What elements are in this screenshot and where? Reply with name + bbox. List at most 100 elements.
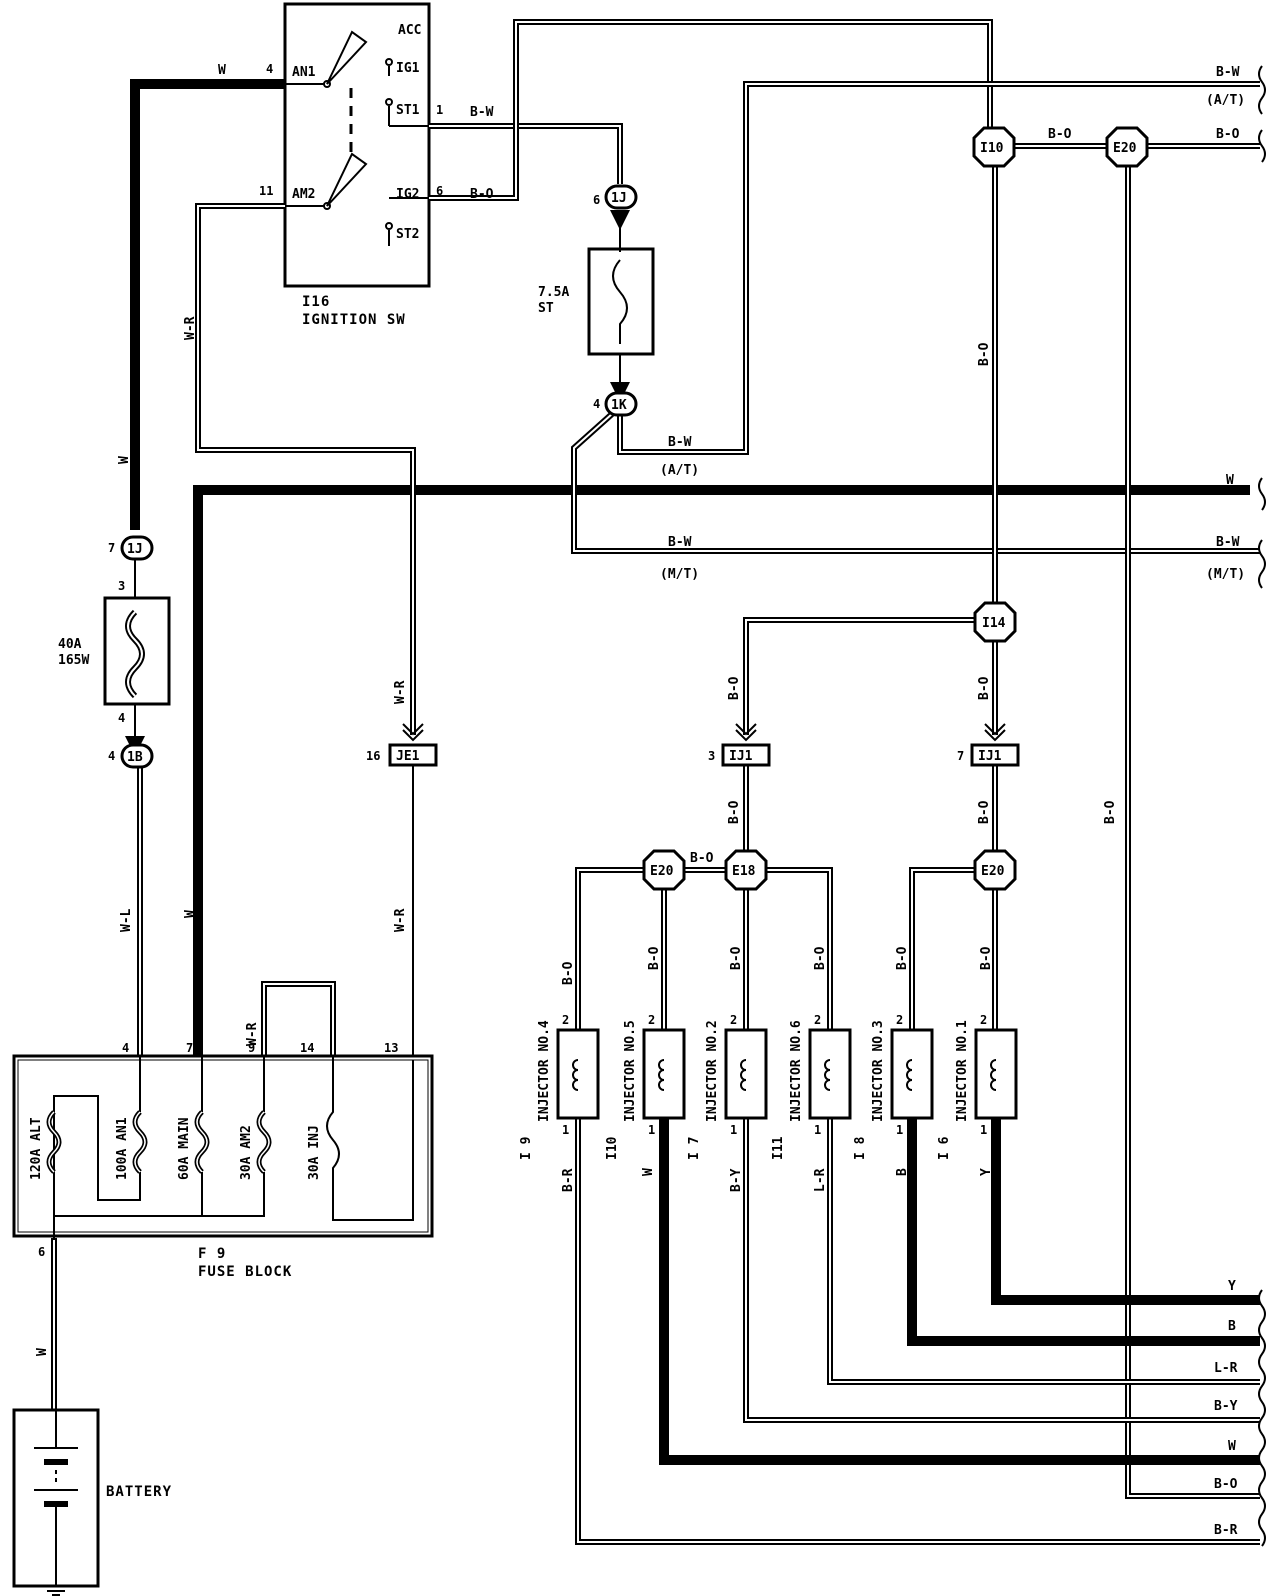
terminal-ig1: IG1: [396, 61, 420, 76]
terminal-acc: ACC: [398, 23, 421, 38]
st-fuse-name: ST: [538, 301, 554, 316]
inj4-pin-top: 2: [562, 1013, 569, 1027]
edge-label-bo-low: B-O: [1214, 1477, 1238, 1492]
wire-label-bo-e20a-e18: B-O: [690, 851, 714, 866]
st-fuse-pin-top: 6: [593, 193, 600, 207]
connector-ij1-left-label: IJ1: [729, 749, 753, 764]
inj3-name: INJECTOR NO.3: [871, 1020, 886, 1122]
inj2-id: I 7: [687, 1137, 702, 1160]
inj5-id: I10: [605, 1136, 620, 1160]
connector-ij1-right: [970, 743, 1020, 767]
inj5-pin-top: 2: [648, 1013, 655, 1027]
inj3-wire-out: B: [895, 1168, 910, 1176]
injector-no6: 2 1 INJECTOR NO.6 I11 B-O L-R: [771, 946, 852, 1192]
inj4-pin-bottom: 1: [562, 1123, 569, 1137]
inj6-wire-out: L-R: [813, 1168, 828, 1192]
pin-am2: 11: [259, 184, 273, 198]
wire-label-w-top: W: [218, 63, 226, 78]
wire-label-bw-st1: B-W: [470, 105, 494, 120]
inj6-wire-in: B-O: [813, 946, 828, 970]
edge-label-w-low: W: [1228, 1439, 1236, 1454]
wire-label-w-battery: W: [35, 1348, 50, 1356]
connector-1j-left: [120, 535, 154, 561]
edge-label-mt: (M/T): [1206, 567, 1245, 582]
inj1-pin-top: 2: [980, 1013, 987, 1027]
inj6-pin-top: 2: [814, 1013, 821, 1027]
junction-e20-top: [1105, 126, 1149, 168]
ignition-switch-name: IGNITION SW: [302, 312, 406, 328]
edge-label-bw-mt: B-W: [1216, 535, 1240, 550]
fuse-main-label: 60A MAIN: [177, 1117, 192, 1180]
wire-label-bo-ij1l: B-O: [727, 676, 742, 700]
fuse-block-bottom-pin: 6: [38, 1245, 45, 1259]
inj5-wire-in: B-O: [647, 946, 662, 970]
wire-label-mt: (M/T): [660, 567, 699, 582]
wire-label-bo-long: B-O: [1103, 800, 1118, 824]
inj3-pin-top: 2: [896, 1013, 903, 1027]
inj6-pin-bottom: 1: [814, 1123, 821, 1137]
junction-e20-b-label: E20: [981, 864, 1005, 879]
junction-i10-label: I10: [980, 141, 1004, 156]
junction-e20-a-label: E20: [650, 864, 674, 879]
connector-ij1-right-label: IJ1: [978, 749, 1002, 764]
battery: BATTERY: [12, 1408, 171, 1596]
wire-label-bw-mt: B-W: [668, 535, 692, 550]
wire-label-wr-fuse: W-R: [393, 908, 408, 932]
wire-labels: W B-W B-O W-R W B-W (A/T) B-W (M/T) B-O …: [35, 63, 1118, 1356]
ignition-switch-id: I16: [302, 294, 330, 310]
edge-label-bw-at: B-W: [1216, 65, 1240, 80]
wire-label-bo-ig2: B-O: [470, 187, 494, 202]
inj4-id: I 9: [519, 1137, 534, 1160]
connector-1j-left-label: 1J: [127, 542, 143, 557]
st-fuse: 7.5A ST 6 4: [538, 193, 655, 411]
fuse-inj-label: 30A INJ: [307, 1125, 322, 1180]
inj5-pin-bottom: 1: [648, 1123, 655, 1137]
fusible-link-rating: 40A: [58, 637, 82, 652]
injector-no5: 2 1 INJECTOR NO.5 I10 B-O W: [605, 946, 686, 1176]
inj2-name: INJECTOR NO.2: [705, 1020, 720, 1122]
square-connectors: JE1 16 IJ1 3 IJ1 7: [366, 723, 1020, 767]
wire-ends: [1258, 65, 1266, 1547]
inj5-name: INJECTOR NO.5: [623, 1020, 638, 1122]
injector-no2: 2 1 INJECTOR NO.2 I 7 B-O B-Y: [687, 946, 768, 1192]
wire-label-bo-e20b: B-O: [977, 800, 992, 824]
edge-label-bo-top: B-O: [1216, 127, 1240, 142]
connector-1j-top: [604, 184, 638, 210]
terminal-st1: ST1: [396, 103, 420, 118]
junction-e18: [724, 849, 768, 891]
inj5-wire-out: W: [641, 1168, 656, 1176]
wire-label-wr-loop: W-R: [245, 1022, 260, 1046]
terminal-an1: AN1: [292, 65, 316, 80]
injector-no4: 2 1 INJECTOR NO.4 I 9 B-O B-R: [519, 961, 600, 1192]
st-fuse-rating: 7.5A: [538, 285, 569, 300]
wire-label-w-main: W: [183, 910, 198, 918]
terminal-st2: ST2: [396, 227, 419, 242]
edge-label-y: Y: [1228, 1279, 1236, 1294]
inj1-wire-out: Y: [979, 1168, 994, 1176]
wire-label-bo-e18: B-O: [727, 800, 742, 824]
wire-label-bw-at: B-W: [668, 435, 692, 450]
junction-i14: [973, 601, 1017, 643]
fuse-block-pin-13: 13: [384, 1041, 398, 1055]
connector-1b: [120, 743, 154, 769]
connector-ij1-right-pin: 7: [957, 749, 964, 763]
wire-label-wl: W-L: [119, 908, 134, 932]
wire-label-wr-left: W-R: [183, 316, 198, 340]
connector-1b-label: 1B: [127, 750, 143, 765]
connector-je1-pin: 16: [366, 749, 380, 763]
wire-label-bo-i10: B-O: [1048, 127, 1072, 142]
inj2-wire-in: B-O: [729, 946, 744, 970]
st-fuse-pin-bottom: 4: [593, 397, 600, 411]
conn-1b-pin: 4: [108, 749, 115, 763]
inj2-wire-out: B-Y: [729, 1168, 744, 1192]
conn-1j-left-pin: 7: [108, 541, 115, 555]
injector-no1: 2 1 INJECTOR NO.1 I 6 B-O Y: [937, 946, 1018, 1176]
connector-1k: [604, 391, 638, 417]
ignition-switch: ACC IG1 ST1 AN1 AM2 IG2 ST2 4 11 1 6 I16…: [259, 2, 443, 328]
connector-ij1-left: [721, 743, 771, 767]
fuse-block: 120A ALT 100A AN1 60A MAIN 30A AM2 30A I…: [12, 1041, 434, 1280]
inj6-name: INJECTOR NO.6: [789, 1020, 804, 1122]
connector-1j-top-label: 1J: [611, 191, 627, 206]
connector-1k-label: 1K: [611, 398, 627, 413]
